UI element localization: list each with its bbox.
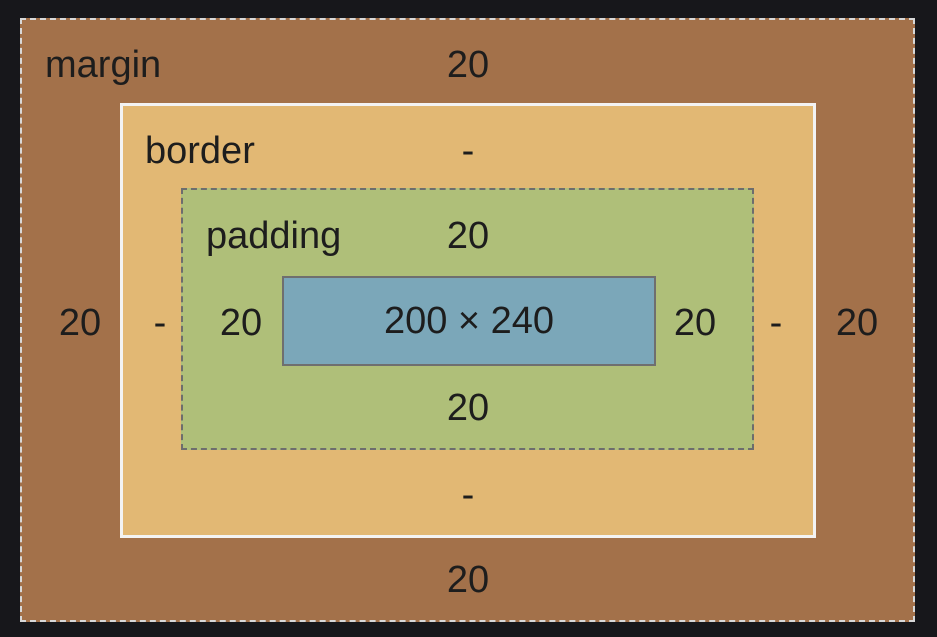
border-left-value: - [153,302,167,344]
border-right-value: - [769,302,783,344]
padding-label: padding [206,215,342,257]
border-label: border [145,130,255,172]
border-top-value: - [461,130,475,172]
padding-bottom-value: 20 [446,387,490,429]
margin-top-value: 20 [446,44,490,86]
margin-right-value: 20 [835,302,879,344]
padding-left-value: 20 [219,302,263,344]
border-bottom-value: - [461,474,475,516]
margin-left-value: 20 [58,302,102,344]
content-box: 200 × 240 [282,276,656,366]
content-size-label: 200 × 240 [383,300,555,342]
padding-top-value: 20 [446,215,490,257]
margin-label: margin [45,44,162,86]
margin-bottom-value: 20 [446,559,490,601]
padding-right-value: 20 [673,302,717,344]
